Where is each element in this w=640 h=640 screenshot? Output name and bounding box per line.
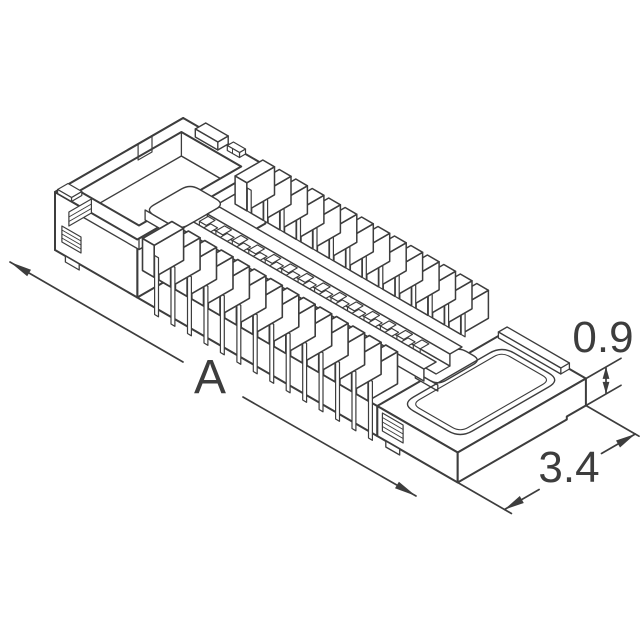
arrowhead-up (602, 366, 610, 379)
arrowhead-lower-left (504, 496, 524, 510)
height-extension-line-top (585, 357, 622, 380)
connector-body (54, 117, 587, 484)
back-contact-row (234, 159, 490, 338)
dimension-height-label: 0.9 (572, 313, 633, 362)
dimension-depth-label: 3.4 (538, 443, 599, 492)
arrowhead-down (602, 381, 610, 394)
height-extension-line-bottom (585, 384, 622, 407)
depth-extension-line-front (456, 481, 513, 515)
dimension-length-line-1 (9, 261, 184, 363)
arrowhead-upper-right (616, 434, 636, 448)
arrowhead-upper-left (10, 262, 31, 277)
dimension-height: 0.9 (572, 313, 634, 407)
dimension-length-label: A (194, 351, 226, 404)
dimension-length: A (9, 261, 417, 497)
front-contact-row (141, 220, 399, 441)
depth-extension-line-back (585, 404, 640, 438)
dimension-length-line-2 (242, 396, 417, 497)
dimension-annotations: A 0.9 3.4 (9, 261, 640, 515)
arrowhead-lower-right (395, 481, 416, 496)
dimension-depth: 3.4 (456, 404, 640, 515)
right-end-cap (376, 326, 587, 484)
